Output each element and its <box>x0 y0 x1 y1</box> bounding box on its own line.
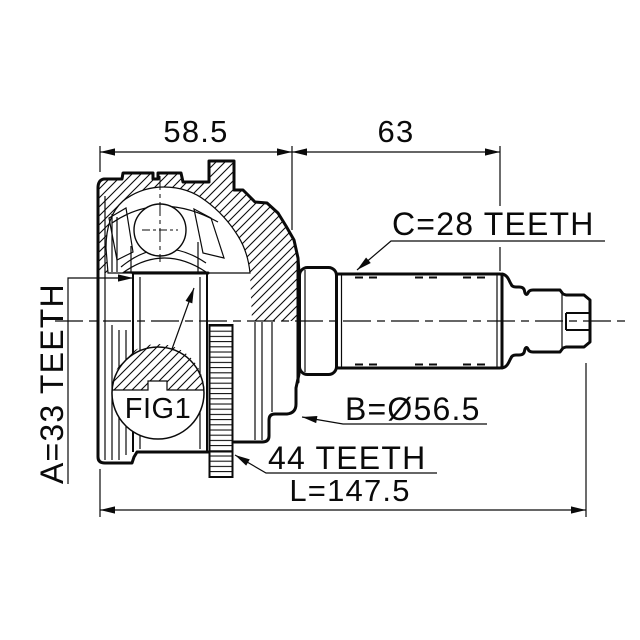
abs-tone-ring <box>208 324 234 478</box>
ball-cage-section-right <box>193 207 225 259</box>
body-outline <box>96 159 301 465</box>
dimension-overall-length: L=147.5 <box>99 363 587 517</box>
dimension-top-left: 58.5 <box>99 114 293 230</box>
ball-cage-section-left <box>108 207 134 261</box>
dimension-top-right: 63 <box>292 114 501 271</box>
label-shaft-spline: C=28 TEETH <box>356 206 605 271</box>
outer-diameter-leader <box>301 415 487 425</box>
fig1-label: FIG1 <box>125 393 191 425</box>
shaft-end-slot <box>565 312 590 331</box>
shaft-spline-leader <box>356 240 605 271</box>
label-inner-spline: A=33 TEETH <box>34 274 133 484</box>
outer-diameter-text: B=Ø56.5 <box>345 391 481 427</box>
outer-race-body <box>98 161 299 321</box>
fig1-spline-profile <box>112 380 204 391</box>
dim-length-text: L=147.5 <box>289 473 410 508</box>
inner-race-section <box>122 257 208 273</box>
drive-shaft <box>296 260 592 384</box>
spline-marks <box>355 276 485 366</box>
abs-ring-text: 44 TEETH <box>268 440 426 476</box>
fig1-spline-section <box>112 343 204 390</box>
inner-spline-text: A=33 TEETH <box>34 283 70 484</box>
dim-58-5-text: 58.5 <box>163 114 228 149</box>
dim-63-text: 63 <box>378 114 415 149</box>
fig1-detail-circle: FIG1 <box>111 287 205 440</box>
abs-ring-leader <box>234 454 437 474</box>
label-abs-ring: 44 TEETH <box>234 440 437 476</box>
label-outer-diameter: B=Ø56.5 <box>301 391 487 427</box>
fig1-leader <box>171 287 195 350</box>
shaft-spline-text: C=28 TEETH <box>392 206 595 242</box>
bearing-ball <box>133 176 187 262</box>
inner-spline-leader <box>67 274 133 484</box>
